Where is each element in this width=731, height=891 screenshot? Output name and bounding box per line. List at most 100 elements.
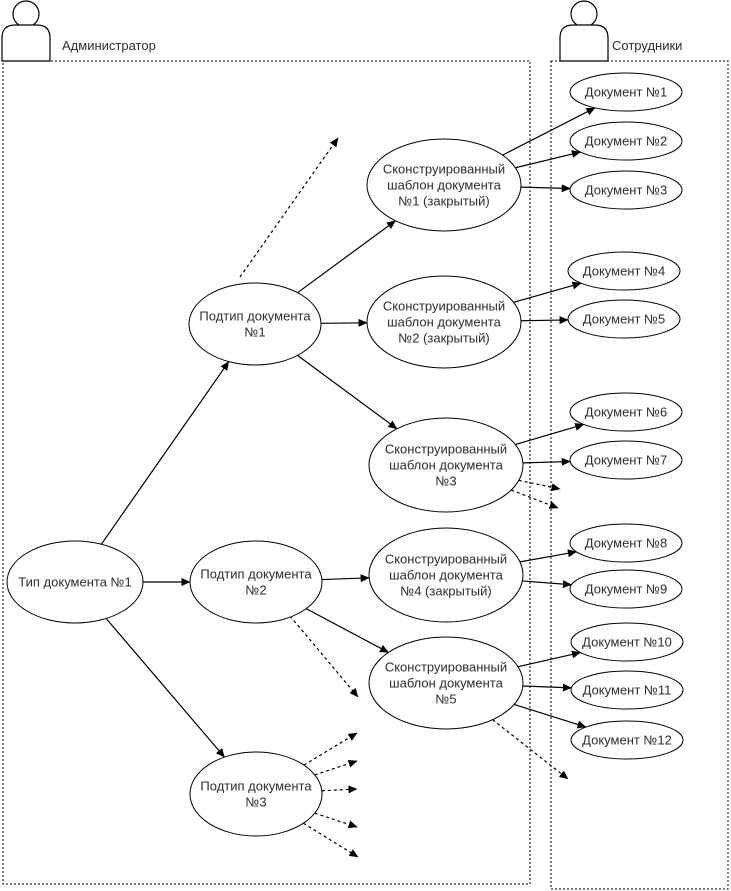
node-doc7: Документ №7 bbox=[569, 440, 683, 480]
edge-shablon2-doc4 bbox=[513, 281, 582, 303]
edge-podtip3-open bbox=[314, 812, 358, 829]
node-ellipse-doc9 bbox=[569, 569, 683, 609]
node-ellipse-doc12 bbox=[570, 720, 684, 760]
edge-podtip2-shablon4 bbox=[321, 574, 370, 583]
actor-employees: Сотрудники bbox=[559, 0, 682, 62]
node-doc4: Документ №4 bbox=[567, 251, 681, 291]
node-label-doc10: Документ №10 bbox=[582, 635, 672, 650]
edge-shablon5-doc12 bbox=[513, 703, 587, 729]
actor-administrator: Администратор bbox=[1, 0, 156, 62]
edge-shablon1-doc2 bbox=[515, 150, 581, 169]
node-ellipse-shablon1 bbox=[366, 138, 522, 232]
node-doc10: Документ №10 bbox=[570, 622, 684, 662]
edge-podtip3-open bbox=[303, 822, 359, 858]
node-ellipse-doc4 bbox=[567, 251, 681, 291]
edge-podtip3-open bbox=[303, 732, 358, 766]
edge-podtip2-shablon5 bbox=[305, 608, 389, 653]
node-ellipse-doc8 bbox=[569, 523, 683, 563]
edge-shablon3-open bbox=[518, 479, 561, 492]
edge-shablon1-doc3 bbox=[520, 184, 571, 193]
node-doc5: Документ №5 bbox=[567, 299, 681, 339]
node-ellipse-shablon5 bbox=[368, 636, 524, 730]
node-tip1: Тип документа №1 bbox=[6, 540, 144, 624]
node-doc8: Документ №8 bbox=[569, 523, 683, 563]
node-ellipse-podtip1 bbox=[188, 282, 322, 366]
edge-shablon5-doc10 bbox=[517, 650, 581, 668]
node-ellipse-shablon3 bbox=[368, 417, 524, 513]
node-ellipse-doc1 bbox=[569, 72, 683, 112]
node-label-doc3: Документ №3 bbox=[585, 183, 667, 198]
node-ellipse-doc2 bbox=[569, 121, 683, 161]
employees-boundary bbox=[550, 60, 729, 890]
node-label-doc9: Документ №9 bbox=[585, 582, 667, 597]
node-label-doc2: Документ №2 bbox=[585, 134, 667, 149]
edge-podtip3-open bbox=[314, 759, 358, 776]
edge-podtip3-open bbox=[321, 785, 358, 794]
node-doc6: Документ №6 bbox=[569, 392, 683, 432]
person-body-icon bbox=[559, 24, 609, 62]
edge-shablon5-doc11 bbox=[522, 683, 572, 692]
node-label-doc7: Документ №7 bbox=[585, 453, 667, 468]
node-label-doc4: Документ №4 bbox=[583, 264, 665, 279]
actor-label-administrator: Администратор bbox=[62, 38, 156, 53]
node-ellipse-podtip3 bbox=[189, 751, 323, 837]
edge-shablon3-doc7 bbox=[522, 457, 571, 466]
node-label-tip1: Тип документа №1 bbox=[18, 575, 131, 590]
edge-shablon2-doc5 bbox=[520, 316, 569, 325]
node-doc9: Документ №9 bbox=[569, 569, 683, 609]
node-ellipse-shablon2 bbox=[366, 275, 522, 369]
edge-shablon1-doc1 bbox=[502, 107, 596, 156]
node-ellipse-doc6 bbox=[569, 392, 683, 432]
edge-shablon5-open bbox=[492, 719, 569, 780]
node-label-doc1: Документ №1 bbox=[585, 85, 667, 100]
administrator-boundary bbox=[2, 60, 531, 885]
edge-podtip1-open bbox=[239, 137, 339, 278]
node-label-doc12: Документ №12 bbox=[582, 733, 672, 748]
node-doc3: Документ №3 bbox=[569, 170, 683, 210]
node-label-doc5: Документ №5 bbox=[583, 312, 665, 327]
node-doc2: Документ №2 bbox=[569, 121, 683, 161]
edge-shablon4-doc8 bbox=[519, 549, 577, 563]
node-ellipse-podtip2 bbox=[189, 540, 323, 624]
node-doc11: Документ №11 bbox=[570, 670, 684, 710]
edge-podtip2-open bbox=[289, 615, 359, 698]
node-ellipse-shablon4 bbox=[368, 527, 524, 623]
edge-shablon3-open bbox=[510, 489, 559, 509]
node-label-doc8: Документ №8 bbox=[585, 536, 667, 551]
edge-podtip1-shablon3 bbox=[297, 354, 398, 430]
person-head-icon bbox=[12, 0, 40, 28]
edge-shablon3-doc6 bbox=[515, 423, 585, 446]
person-head-icon bbox=[570, 0, 598, 28]
node-ellipse-doc3 bbox=[569, 170, 683, 210]
node-ellipse-doc7 bbox=[569, 440, 683, 480]
node-ellipse-doc10 bbox=[570, 622, 684, 662]
edge-tip1-podtip1 bbox=[100, 361, 230, 545]
node-ellipse-doc11 bbox=[570, 670, 684, 710]
node-doc1: Документ №1 bbox=[569, 72, 683, 112]
edge-tip1-podtip3 bbox=[105, 618, 225, 758]
person-body-icon bbox=[1, 24, 51, 62]
edge-shablon4-doc9 bbox=[522, 580, 572, 589]
edge-podtip1-shablon1 bbox=[297, 220, 396, 294]
node-doc12: Документ №12 bbox=[570, 720, 684, 760]
node-ellipse-tip1 bbox=[6, 540, 144, 624]
actor-label-employees: Сотрудники bbox=[612, 38, 682, 53]
node-label-doc11: Документ №11 bbox=[583, 683, 672, 698]
